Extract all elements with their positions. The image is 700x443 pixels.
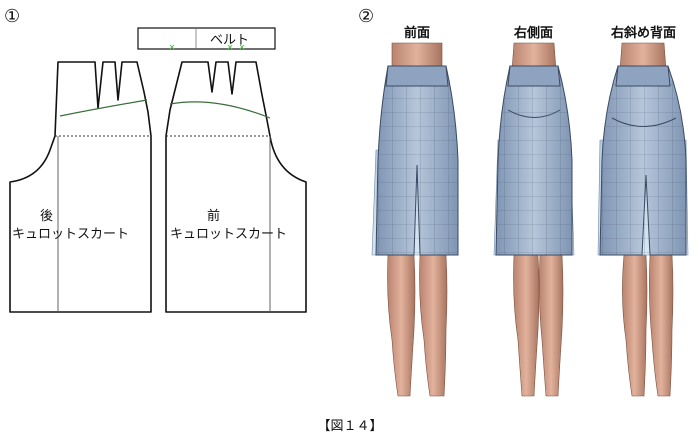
back-right-leg — [649, 254, 674, 397]
front-skirt-grid — [376, 66, 458, 255]
belt-label: ベルト — [210, 33, 249, 48]
belt-notches — [169, 44, 245, 50]
side-left-leg — [513, 254, 540, 397]
side-seat-curve — [507, 109, 561, 118]
back-waist-curve — [59, 99, 148, 117]
mannequin-back-view — [597, 42, 689, 397]
side-right-leg — [539, 254, 564, 397]
panel2-marker: ② — [358, 6, 374, 27]
front-piece-outline — [165, 61, 307, 313]
mannequin-front-view — [371, 42, 459, 397]
simulation-panel: ② 前面 右側面 右斜め背面 — [358, 6, 689, 397]
back-label-line1: 後 — [40, 209, 53, 224]
front-waistband — [385, 65, 449, 87]
panel1-marker: ① — [4, 6, 20, 27]
back-waistband — [615, 65, 671, 87]
back-piece-outline — [9, 61, 152, 313]
side-waistband — [507, 65, 561, 87]
front-label-line1: 前 — [207, 208, 220, 224]
front-right-leg — [419, 254, 448, 397]
side-skirt-grid — [496, 66, 572, 255]
view-label-right-back: 右斜め背面 — [610, 25, 676, 41]
mannequin-side-view — [493, 42, 575, 397]
back-label-line2: キュロットスカート — [12, 227, 129, 242]
front-culotte-piece: 前 キュロットスカート — [165, 61, 307, 313]
view-label-right-side: 右側面 — [513, 25, 553, 41]
back-culotte-piece: 後 キュロットスカート — [9, 61, 152, 313]
belt-piece: ベルト — [137, 27, 276, 50]
belt-outline — [137, 27, 276, 50]
figure-caption: 【図１４】 — [317, 419, 382, 434]
front-left-leg — [387, 254, 416, 397]
front-label-line2: キュロットスカート — [170, 227, 287, 242]
pattern-panel: ① ベルト 後 キュロットスカート 前 — [4, 6, 307, 313]
view-label-front: 前面 — [404, 25, 430, 41]
back-seat-curve — [611, 117, 677, 127]
front-waist-curve — [169, 101, 271, 119]
back-skirt-grid — [600, 66, 686, 255]
back-left-leg — [622, 254, 648, 397]
